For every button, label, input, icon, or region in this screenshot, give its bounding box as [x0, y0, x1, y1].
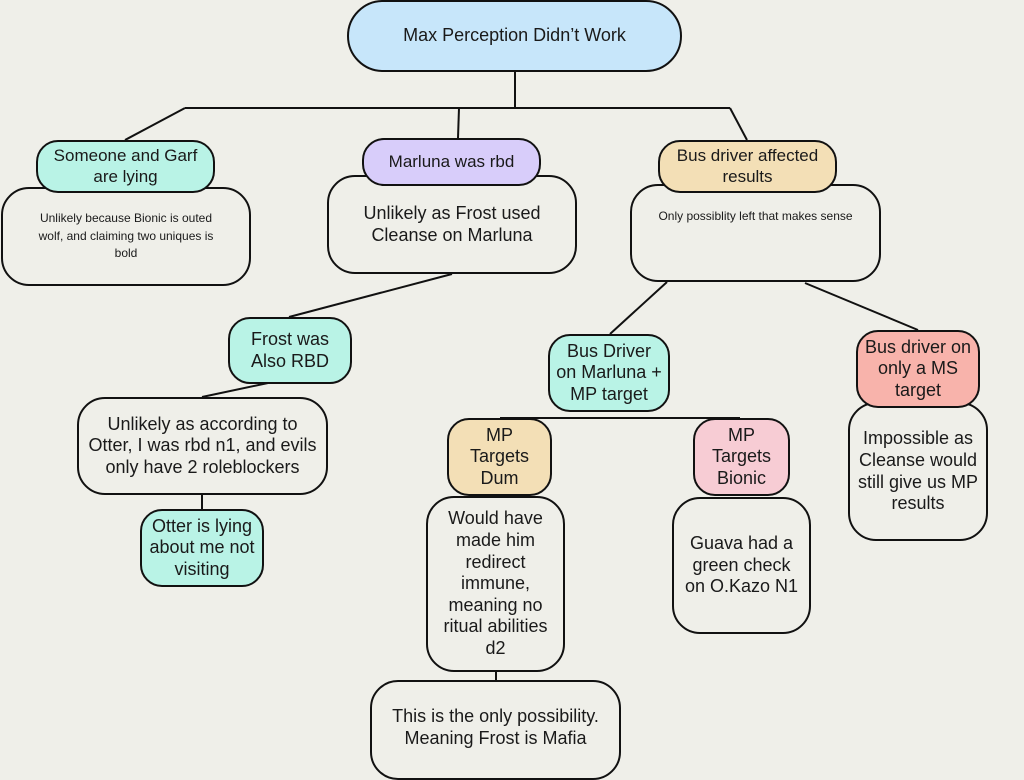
mp-dum-note: Would have made him redirect immune, mea… [426, 496, 565, 672]
connector-marluna-frost [288, 273, 453, 318]
bus-driver-affected-note: Only possiblity left that makes sense [630, 184, 881, 282]
connector-left-branch [124, 107, 186, 141]
connector-right-branch [729, 107, 748, 141]
connector-bus-right [804, 282, 919, 331]
connector-mid-branch [457, 107, 460, 139]
bus-marluna-mp-node: Bus Driver on Marluna + MP target [548, 334, 670, 412]
mp-bionic-node: MP Targets Bionic [693, 418, 790, 496]
conclusion-node: This is the only possibility. Meaning Fr… [370, 680, 621, 780]
connector-frost-note [201, 382, 269, 398]
marluna-rbd-note: Unlikely as Frost used Cleanse on Marlun… [327, 175, 577, 274]
bus-ms-target-note: Impossible as Cleanse would still give u… [848, 402, 988, 541]
root-label: Max Perception Didn’t Work [403, 25, 626, 46]
mp-bionic-note: Guava had a green check on O.Kazo N1 [672, 497, 811, 634]
mp-dum-node: MP Targets Dum [447, 418, 552, 496]
someone-garf-note: Unlikely because Bionic is outed wolf, a… [1, 187, 251, 286]
root-node: Max Perception Didn’t Work [347, 0, 682, 72]
someone-garf-node: Someone and Garf are lying [36, 140, 215, 193]
bus-ms-target-node: Bus driver on only a MS target [856, 330, 980, 408]
otter-lying-node: Otter is lying about me not visiting [140, 509, 264, 587]
bus-driver-affected-node: Bus driver affected results [658, 140, 837, 193]
frost-rbd-note: Unlikely as according to Otter, I was rb… [77, 397, 328, 495]
marluna-rbd-node: Marluna was rbd [362, 138, 541, 186]
connector-bus-left [609, 281, 668, 335]
frost-rbd-node: Frost was Also RBD [228, 317, 352, 384]
